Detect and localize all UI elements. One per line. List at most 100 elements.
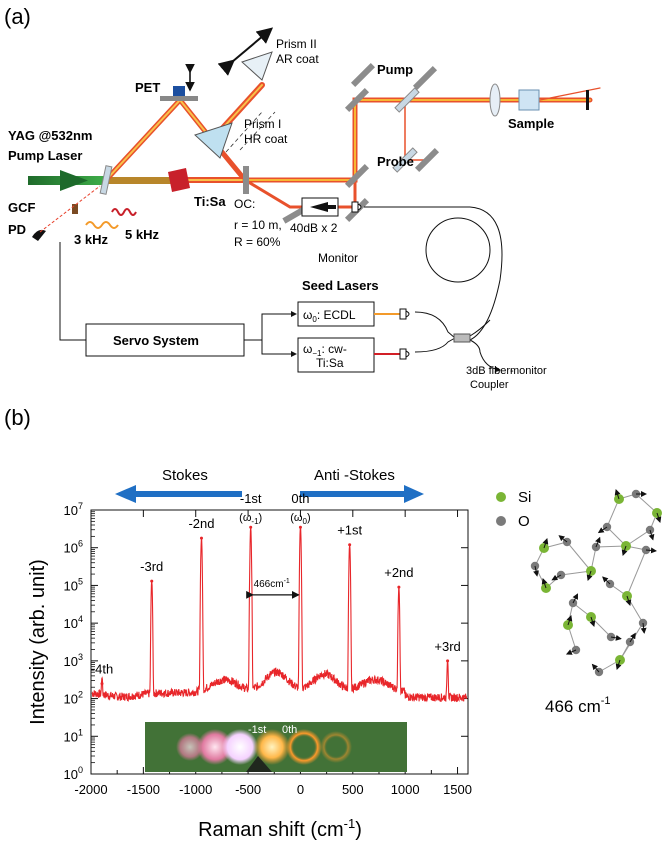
x-axis-label: Raman shift (cm-1) (198, 816, 362, 841)
y-tick-label: 103 (64, 652, 83, 669)
peak-point (249, 525, 253, 529)
displacement-arrow (558, 535, 568, 543)
pump-label: Pump (377, 62, 413, 77)
peak-point (298, 525, 302, 529)
y-tick-label: 104 (64, 614, 83, 631)
fiber-connector-2 (399, 308, 410, 320)
peak-point (199, 536, 203, 540)
mode-label: 466 cm-1 (545, 695, 611, 716)
y-tick-label: 101 (64, 727, 83, 744)
sample-icon (518, 89, 540, 111)
probe-label: Probe (377, 154, 414, 169)
oc-line1: OC: (234, 197, 255, 211)
x-tick-label: 1500 (443, 782, 472, 797)
displacement-arrow (602, 576, 611, 585)
displacement-arrow (621, 545, 628, 556)
panel-a-label: (a) (4, 4, 31, 29)
prism-i-line1: Prism I (244, 117, 281, 131)
monitor-2-label: monitor (510, 365, 547, 377)
prism-i-icon (194, 122, 233, 159)
cw-tisa-box: ω−1: cw- Ti:Sa (297, 337, 375, 373)
seed-lasers-label: Seed Lasers (302, 278, 379, 293)
gcf-label: GCF (8, 200, 36, 215)
oc-line3: R = 60% (234, 235, 281, 249)
peak-omega-label: (ω0) (290, 512, 310, 526)
displacement-arrow (640, 622, 647, 634)
displacement-arrow (541, 578, 548, 589)
y-tick-label: 106 (64, 539, 83, 556)
displacement-arrow (586, 570, 593, 581)
y-tick-label: 102 (64, 690, 83, 707)
wave-3khz-icon (85, 221, 119, 229)
yag-label-1: YAG @532nm (8, 128, 92, 143)
pet-label: PET (135, 80, 160, 95)
panel-b-label: (b) (4, 405, 31, 430)
servo-label: Servo System (113, 333, 199, 348)
pd-label: PD (8, 222, 26, 237)
fiber-network (364, 206, 503, 373)
anti-stokes-arrow: Anti -Stokes (300, 467, 424, 503)
peak-point (446, 659, 450, 663)
x-tick-label: -1500 (127, 782, 160, 797)
peak-label: 0th (291, 491, 309, 506)
y-tick-label: 100 (64, 765, 83, 782)
stokes-label: Stokes (162, 467, 208, 484)
tisa-crystal-icon (168, 168, 190, 192)
prism-ii-line1: Prism II (276, 37, 317, 51)
panel-a: (a) (4, 4, 601, 391)
sample-label: Sample (508, 116, 554, 131)
peak-label: +1st (337, 523, 362, 538)
bond (560, 570, 592, 576)
legend-o-icon (496, 516, 506, 526)
peak-label: -4th (91, 662, 113, 677)
legend-o-label: O (518, 513, 530, 530)
svg-text:ω−1: cw-: ω−1: cw- (303, 342, 347, 358)
raman-spectrum-line (91, 527, 468, 703)
coupler-line1: 3dB fiber- (466, 365, 514, 377)
freq-5khz: 5 kHz (125, 227, 159, 242)
green-pump-beam (28, 170, 106, 191)
pump-arrow-icon (60, 170, 88, 191)
prism-axis-line (225, 111, 263, 153)
displacement-arrow (595, 536, 601, 548)
displacement-arrow (597, 526, 608, 534)
x-tick-label: -2000 (74, 782, 107, 797)
peak-label: -2nd (188, 516, 214, 531)
x-tick-label: -1000 (179, 782, 212, 797)
tisa-label: Ti:Sa (194, 194, 226, 209)
displacement-arrow (572, 593, 578, 604)
peak-marks (100, 525, 450, 686)
displacement-arrow (614, 489, 621, 500)
displacement-arrow (542, 538, 549, 549)
photodiode-icon (32, 229, 46, 241)
ecdl-box: ω0: ECDL (297, 301, 375, 327)
prism-ii-icon (241, 51, 273, 81)
peak-label: +2nd (384, 565, 413, 580)
peak-label: +3rd (434, 639, 460, 654)
coupler-line2: Coupler (470, 379, 509, 391)
spacing-annotation: 466cm-1 (246, 578, 300, 599)
peak-point (150, 579, 154, 583)
gcf-filter-icon (72, 204, 78, 214)
monitor-label: Monitor (318, 251, 358, 265)
displacement-arrow (629, 632, 636, 643)
isolator-label: 40dB x 2 (290, 221, 338, 235)
bond (626, 549, 647, 597)
svg-text:ω0: ECDL: ω0: ECDL (303, 308, 356, 324)
axis-ticks (90, 509, 468, 775)
displacement-arrow (591, 663, 600, 673)
y-tick-label: 105 (64, 576, 83, 593)
prism-ii-line2: AR coat (276, 52, 319, 66)
lens-icon (489, 83, 501, 117)
peak-omega-label: (ω-1) (239, 512, 262, 526)
inset-label-0: 0th (282, 724, 297, 736)
displacement-arrow (566, 615, 573, 626)
stokes-arrow: Stokes (115, 467, 242, 503)
displacement-arrow (645, 547, 657, 554)
fiber-coupler-icon (453, 333, 471, 343)
peak-point (348, 543, 352, 547)
peak-label: -1st (240, 491, 262, 506)
